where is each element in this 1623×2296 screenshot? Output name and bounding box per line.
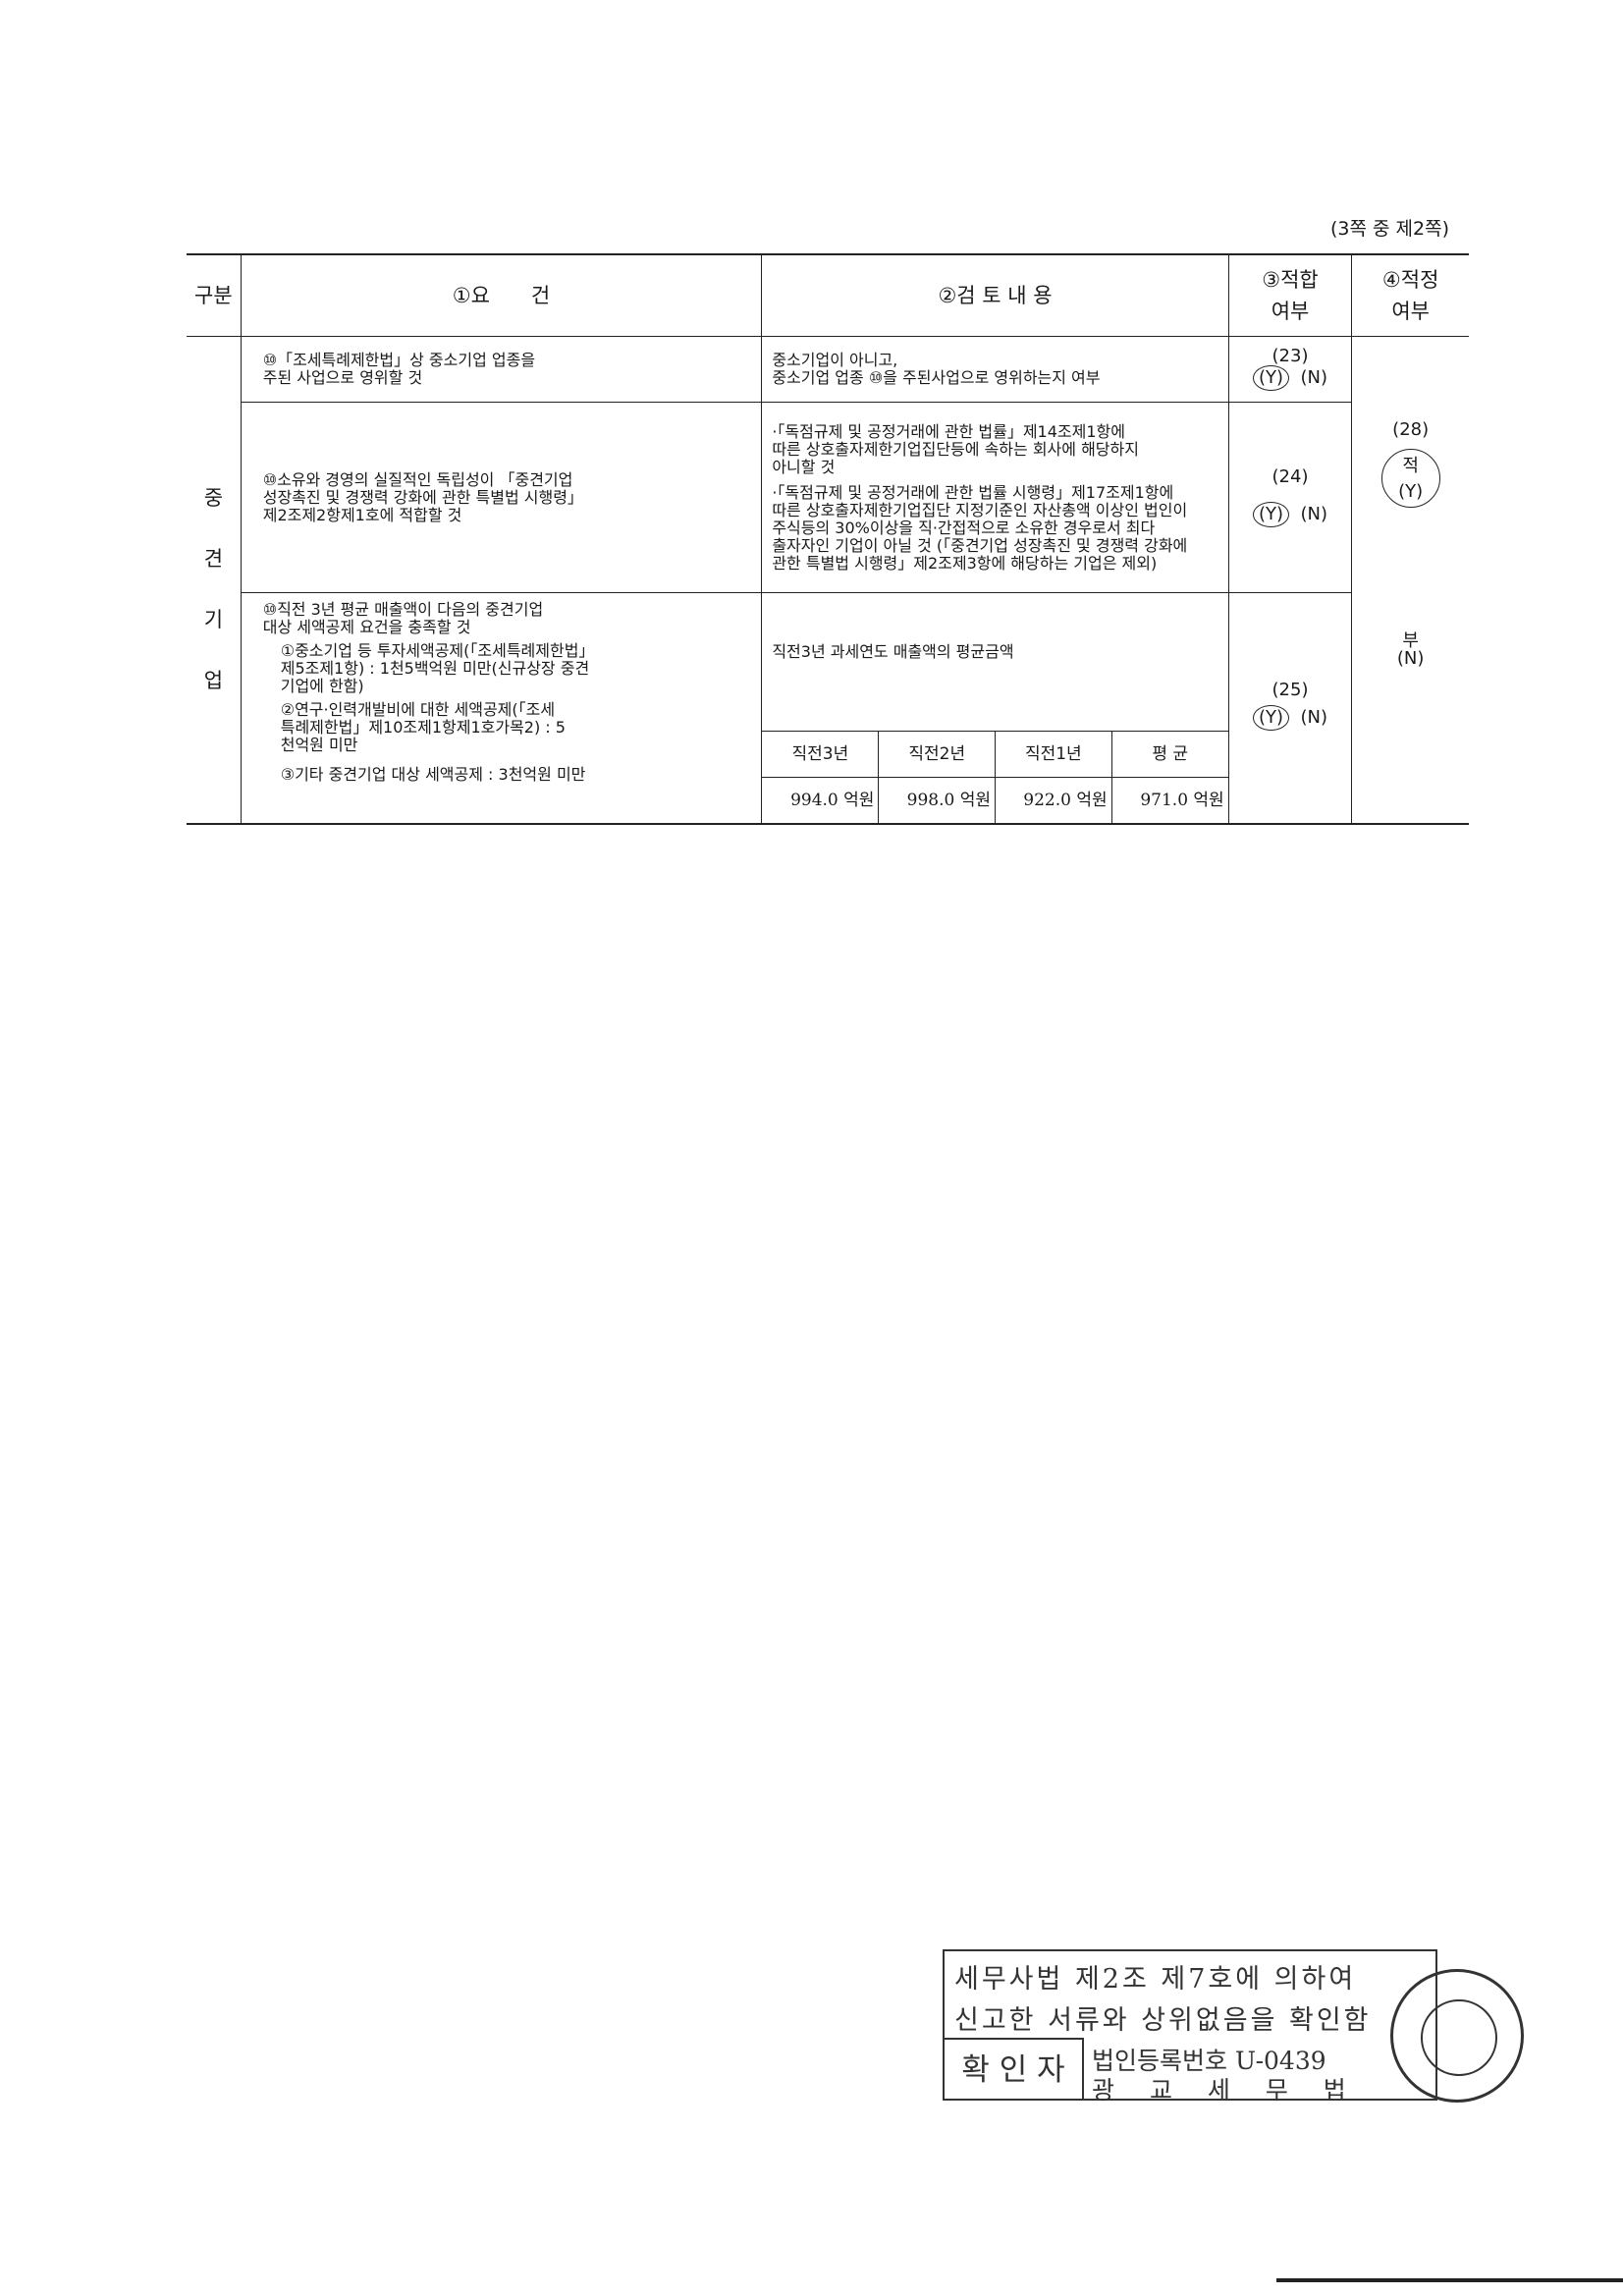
section-label: 중 견 기 업: [203, 485, 224, 692]
stamp-confirmer-label: 확 인 자: [945, 2038, 1084, 2101]
review-108-item-1: ·「독점규제 및 공정거래에 관한 법률」제14조제1항에 따른 상호출자제한기…: [772, 421, 1139, 476]
review-108-item-2: ·「독점규제 및 공정거래에 관한 법률 시행령」제17조제1항에 따른 상호출…: [772, 482, 1188, 573]
appropriate-number: (28): [1392, 419, 1430, 441]
fit-yes-24: (Y): [1253, 501, 1290, 527]
stamp-line-2: 신고한 서류와 상위없음을 확인함: [954, 2005, 1372, 2036]
requirement-109-item-1: ①중소기업 등 투자세액공제(「조세특례제한법」 제5조제1항) : 1천5백억…: [280, 641, 595, 695]
fit-number-23: (23): [1271, 346, 1309, 366]
fit-no-25: (N): [1300, 707, 1328, 728]
appropriate-no-cell: 부 (N): [1351, 592, 1469, 825]
requirement-109: ⑩직전 3년 평균 매출액이 다음의 중견기업 대상 세액공제 요건을 충족할 …: [240, 592, 762, 825]
footer-rule: [1276, 2278, 1623, 2282]
appropriate-yes-circle: 적 (Y): [1380, 449, 1440, 509]
fit-yes-23: (Y): [1253, 365, 1290, 391]
requirement-108: ⑩소유와 경영의 실질적인 독립성이 「중견기업 성장촉진 및 경쟁력 강화에 …: [240, 402, 762, 593]
fit-cell-24: (24) (Y) (N): [1227, 402, 1352, 593]
revenue-header-3y: 직전3년: [762, 730, 879, 777]
revenue-header-avg: 평 균: [1110, 730, 1228, 777]
review-107: 중소기업이 아니고, 중소기업 업종 ⑩을 주된사업으로 영위하는지 여부: [761, 336, 1229, 403]
fit-no-23: (N): [1300, 367, 1328, 388]
review-109: 직전3년 과세연도 매출액의 평균금액 직전3년 직전2년 직전1년 평 균 9…: [761, 592, 1229, 825]
header-review: ②검 토 내 용: [761, 253, 1229, 337]
company-seal-inner: [1421, 1999, 1497, 2076]
fit-cell-25: (25) (Y) (N): [1227, 592, 1352, 825]
stamp-line-1: 세무사법 제2조 제7호에 의하여: [954, 1964, 1357, 1995]
tax-agent-confirmation-stamp: 세무사법 제2조 제7호에 의하여 신고한 서류와 상위없음을 확인함 확 인 …: [943, 1949, 1437, 2105]
fit-yes-25: (Y): [1253, 705, 1290, 731]
revenue-value-avg: 971.0 억원: [1110, 776, 1228, 823]
fit-no-24: (N): [1300, 503, 1328, 524]
revenue-value-1y: 922.0 억원: [995, 776, 1112, 823]
page-number: (3쪽 중 제2쪽): [1330, 218, 1450, 240]
appropriate-yes-cell: (28) 적 (Y): [1351, 336, 1469, 593]
revenue-value-3y: 994.0 억원: [762, 776, 879, 823]
requirement-109-item-2: ②연구·인력개발비에 대한 세액공제(「조세 특례제한법」제10조제1항제1호가…: [280, 700, 566, 754]
stamp-firm-name: 광 교 세 무 법: [1092, 2076, 1360, 2105]
header-requirement: ①요 건: [240, 253, 762, 337]
fit-number-25: (25): [1271, 680, 1309, 700]
header-section: 구분: [187, 253, 242, 337]
requirement-107: ⑩「조세특례제한법」상 중소기업 업종을 주된 사업으로 영위할 것: [240, 336, 762, 403]
fit-cell-23: (23) (Y) (N): [1227, 336, 1352, 403]
revenue-value-2y: 998.0 억원: [878, 776, 996, 823]
appropriate-no-code: (N): [1396, 647, 1425, 669]
review-109-text: 직전3년 과세연도 매출액의 평균금액: [772, 641, 1014, 661]
revenue-table: 직전3년 직전2년 직전1년 평 균 994.0 억원 998.0 억원 922…: [762, 730, 1228, 823]
requirement-109-title: ⑩직전 3년 평균 매출액이 다음의 중견기업 대상 세액공제 요건을 충족할 …: [262, 600, 544, 636]
header-appropriate: ④적정 여부: [1351, 253, 1469, 337]
fit-number-24: (24): [1271, 465, 1309, 487]
revenue-header-1y: 직전1년: [995, 730, 1112, 777]
appropriate-no-label: 부: [1402, 629, 1419, 651]
stamp-registration-number: 법인등록번호 U-0439: [1092, 2047, 1326, 2075]
review-108: ·「독점규제 및 공정거래에 관한 법률」제14조제1항에 따른 상호출자제한기…: [761, 402, 1229, 593]
company-seal: [1390, 1969, 1524, 2103]
revenue-header-2y: 직전2년: [878, 730, 996, 777]
requirement-109-item-3: ③기타 중견기업 대상 세액공제 : 3천억원 미만: [280, 765, 586, 784]
mid-sized-enterprise-review-table: 구분 ①요 건 ②검 토 내 용 ③적합 여부 ④적정 여부 중 견 기 업 ⑩…: [187, 253, 1469, 825]
appropriate-yes-label: 적: [1402, 456, 1419, 477]
header-fit: ③적합 여부: [1227, 253, 1352, 337]
appropriate-yes-code: (Y): [1398, 481, 1424, 503]
